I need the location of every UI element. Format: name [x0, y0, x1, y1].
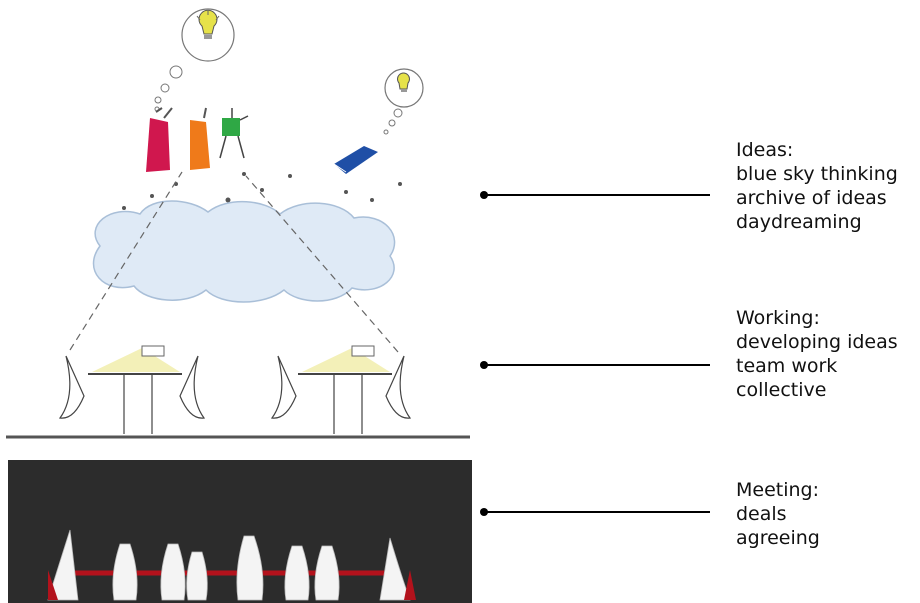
callout-working: Working: developing ideas team work coll… [736, 306, 898, 402]
callout-line-text: team work [736, 354, 898, 378]
callout-line-text: archive of ideas [736, 186, 898, 210]
callout-title: Ideas: [736, 138, 898, 162]
callout-line-text: deals [736, 502, 820, 526]
callout-line-text: collective [736, 378, 898, 402]
person-icon [190, 108, 210, 170]
person-icon [386, 356, 410, 418]
person-icon [272, 356, 296, 418]
callout-line-text: blue sky thinking [736, 162, 898, 186]
callout-ideas: Ideas: blue sky thinking archive of idea… [736, 138, 898, 234]
callout-title: Meeting: [736, 478, 820, 502]
thought-bubble-left [155, 9, 234, 111]
desk-group-left [60, 346, 204, 434]
callout-meeting: Meeting: deals agreeing [736, 478, 820, 550]
book-icon [334, 146, 378, 174]
person-icon [187, 552, 208, 600]
person-icon [180, 356, 204, 418]
callout-line-text: agreeing [736, 526, 820, 550]
callout-line-text: developing ideas [736, 330, 898, 354]
person-icon [146, 108, 172, 172]
callout-line-text: daydreaming [736, 210, 898, 234]
callout-title: Working: [736, 306, 898, 330]
cloud-icon [94, 201, 395, 302]
easel-icon [220, 108, 248, 158]
desk-group-right [272, 346, 410, 434]
person-icon [60, 356, 84, 418]
